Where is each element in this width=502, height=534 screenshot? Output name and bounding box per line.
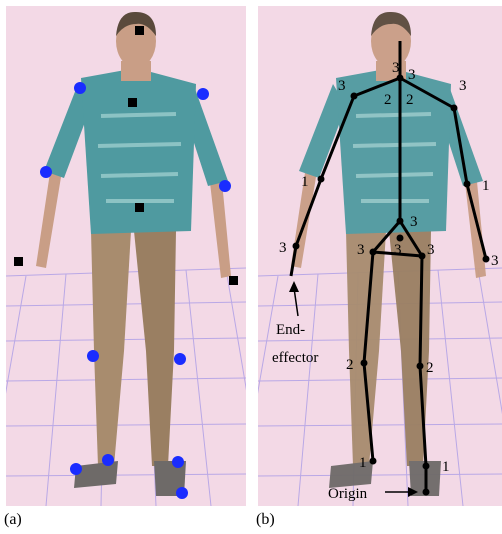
label-ankle-right: 1 xyxy=(359,455,367,471)
marker-ankle-right-inner xyxy=(102,454,114,466)
label-knee-right: 2 xyxy=(346,357,354,373)
end-effector-label-line1: End- xyxy=(276,322,305,338)
marker-shoulder-right xyxy=(74,82,86,94)
label-elbow-right: 1 xyxy=(301,174,309,190)
label-shoulder-right-outer: 3 xyxy=(338,78,346,94)
marker-elbow-left xyxy=(219,180,231,192)
marker-knee-left xyxy=(174,353,186,365)
label-wrist-right: 3 xyxy=(279,240,287,256)
marker-elbow-right xyxy=(40,166,52,178)
panel-a-figure xyxy=(6,6,246,506)
label-shoulder-right-inner: 2 xyxy=(384,92,392,108)
end-effector-annotation: End- effector xyxy=(272,281,318,366)
end-effector-label-line2: effector xyxy=(272,350,318,366)
marker-shoulder-left xyxy=(197,88,209,100)
panel-b-skeleton: 3 3 3 2 2 3 1 1 3 3 3 3 3 3 2 2 1 1 End-… xyxy=(258,6,502,506)
marker-ankle-left-outer xyxy=(176,487,188,499)
marker-ankle-right-outer xyxy=(70,463,82,475)
panel-b-figure: 3 3 3 2 2 3 1 1 3 3 3 3 3 3 2 2 1 1 End-… xyxy=(258,6,502,506)
marker-wrist-right xyxy=(14,257,23,266)
label-pelvis: 3 xyxy=(410,214,418,230)
label-neck-right: 3 xyxy=(408,67,416,83)
marker-ankle-left-inner xyxy=(172,456,184,468)
label-hip-center: 3 xyxy=(394,242,402,258)
marker-head xyxy=(135,26,144,35)
origin-label: Origin xyxy=(328,486,368,502)
panel-a-markers xyxy=(6,6,246,506)
label-hip-right: 3 xyxy=(357,242,365,258)
marker-knee-right xyxy=(87,350,99,362)
label-wrist-left: 3 xyxy=(491,253,499,269)
marker-wrist-left xyxy=(229,276,238,285)
marker-waist xyxy=(135,203,144,212)
label-hip-left: 3 xyxy=(427,242,435,258)
label-neck-left: 3 xyxy=(392,60,400,76)
label-ankle-left: 1 xyxy=(442,459,450,475)
caption-b: (b) xyxy=(256,511,275,529)
label-elbow-left: 1 xyxy=(482,178,490,194)
origin-annotation: Origin xyxy=(328,486,418,502)
caption-a: (a) xyxy=(4,511,22,529)
marker-chest xyxy=(128,98,137,107)
label-shoulder-left-inner: 2 xyxy=(406,92,414,108)
label-knee-left: 2 xyxy=(426,360,434,376)
label-shoulder-left-outer: 3 xyxy=(459,78,467,94)
